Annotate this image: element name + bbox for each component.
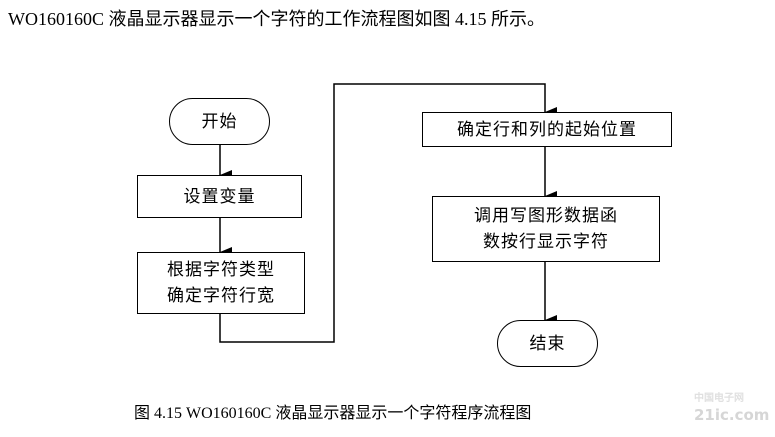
watermark-logo: 中国电子网 21ic.com [694, 392, 772, 425]
arrow-step2-to-step3 [219, 83, 557, 343]
end-terminal: 结束 [497, 320, 598, 367]
figure-caption: 图 4.15 WO160160C 液晶显示器显示一个字符程序流程图 [134, 405, 532, 422]
watermark-main: 21ic.com [694, 406, 770, 424]
step2-label-line1: 根据字符类型 [167, 260, 275, 279]
step4-label-line1: 调用写图形数据函 [474, 206, 618, 225]
step2-label-line2: 确定字符行宽 [167, 286, 275, 305]
step-determine-row-width: 根据字符类型 确定字符行宽 [137, 252, 305, 314]
step-set-variables: 设置变量 [137, 175, 302, 218]
step3-label: 确定行和列的起始位置 [457, 119, 637, 139]
intro-paragraph: WO160160C 液晶显示器显示一个字符的工作流程图如图 4.15 所示。 [8, 9, 545, 29]
start-label: 开始 [201, 111, 238, 131]
step-call-graphic-write: 调用写图形数据函 数按行显示字符 [432, 196, 660, 262]
step-determine-start-position: 确定行和列的起始位置 [422, 112, 672, 147]
step1-label: 设置变量 [183, 186, 256, 206]
end-label: 结束 [529, 333, 566, 353]
start-terminal: 开始 [169, 98, 270, 145]
watermark-sub: 中国电子网 [694, 393, 744, 404]
step4-label-line2: 数按行显示字符 [483, 232, 609, 251]
